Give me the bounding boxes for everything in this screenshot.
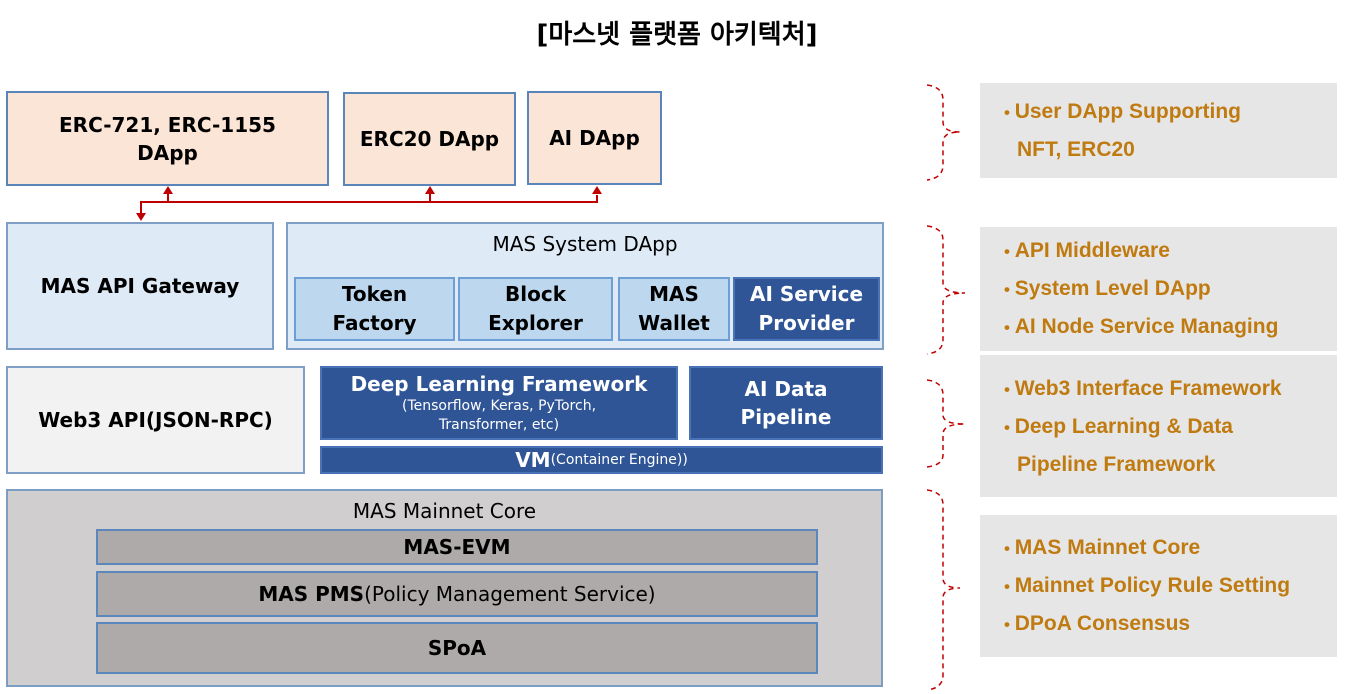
mas-wallet-box: MAS Wallet <box>618 277 730 341</box>
ai-data-pipeline-line1: AI Data <box>744 377 828 401</box>
note-item-continuation: Pipeline Framework <box>1017 452 1216 476</box>
note-item: System Level DApp <box>1004 270 1337 308</box>
ai-dapp-label: AI DApp <box>549 126 640 150</box>
deep-learning-title: Deep Learning Framework <box>350 372 648 396</box>
note-core: MAS Mainnet Core Mainnet Policy Rule Set… <box>980 515 1337 657</box>
mas-evm-label: MAS-EVM <box>403 535 511 559</box>
brace-icon-3 <box>926 379 966 468</box>
mainnet-core-label: MAS Mainnet Core <box>352 499 537 523</box>
spoa-box: SPoA <box>96 622 818 674</box>
token-factory-line1: Token <box>341 282 408 306</box>
vm-label-bold: VM <box>515 448 551 472</box>
note-item: DPoA Consensus <box>1004 605 1337 643</box>
mas-wallet-line1: MAS <box>649 282 699 306</box>
vm-label-rest: (Container Engine)) <box>550 452 688 468</box>
brace-icon-2 <box>926 225 966 355</box>
ai-dapp-box: AI DApp <box>527 91 662 185</box>
ai-service-provider-box: AI Service Provider <box>733 277 880 341</box>
note-item: Web3 Interface Framework <box>1004 370 1337 408</box>
deep-learning-sub2: Transformer, etc) <box>438 417 560 433</box>
mas-wallet-line2: Wallet <box>638 311 710 335</box>
ai-service-provider-line2: Provider <box>758 311 855 335</box>
note-system: API Middleware System Level DApp AI Node… <box>980 227 1337 351</box>
nft-dapp-line2: DApp <box>137 140 198 165</box>
mainnet-core-box: MAS Mainnet Core MAS-EVM MAS PMS(Policy … <box>6 489 883 687</box>
nft-dapp-line1: ERC-721, ERC-1155 <box>59 112 276 137</box>
mas-evm-box: MAS-EVM <box>96 529 818 565</box>
connector-lines <box>136 186 602 221</box>
brace-icon-1 <box>926 84 961 181</box>
note-item: Mainnet Policy Rule Setting <box>1004 567 1337 605</box>
nft-dapp-box: ERC-721, ERC-1155 DApp <box>6 91 329 186</box>
arrow-up-nft <box>163 186 173 194</box>
arrow-up-erc20 <box>425 186 435 194</box>
page-title: [마스넷 플랫폼 아키텍처] <box>536 20 818 50</box>
note-item: AI Node Service Managing <box>1004 308 1337 346</box>
connector-bus <box>140 195 598 214</box>
note-item: User DApp Supporting <box>1004 93 1337 131</box>
api-gateway-label: MAS API Gateway <box>40 274 240 298</box>
ai-service-provider-line1: AI Service <box>749 282 864 306</box>
mas-pms-box: MAS PMS(Policy Management Service) <box>96 571 818 617</box>
block-explorer-line2: Explorer <box>488 311 583 335</box>
vm-box: VM(Container Engine)) <box>320 446 883 474</box>
erc20-dapp-box: ERC20 DApp <box>343 92 516 186</box>
token-factory-line2: Factory <box>332 311 417 335</box>
note-framework: Web3 Interface Framework Deep Learning &… <box>980 355 1337 497</box>
note-item: Deep Learning & Data <box>1004 408 1337 446</box>
token-factory-box: Token Factory <box>294 277 455 341</box>
brace-icon-4 <box>926 489 961 691</box>
note-item: API Middleware <box>1004 232 1337 270</box>
api-gateway-box: MAS API Gateway <box>6 222 274 350</box>
block-explorer-line1: Block <box>505 282 566 306</box>
arrow-down-gateway <box>136 213 146 221</box>
erc20-dapp-label: ERC20 DApp <box>359 127 500 151</box>
note-item: MAS Mainnet Core <box>1004 529 1337 567</box>
system-dapp-box: MAS System DApp Token Factory Block Expl… <box>286 222 884 350</box>
ai-data-pipeline-line2: Pipeline <box>740 405 832 429</box>
note-item-continuation: NFT, ERC20 <box>1017 138 1135 161</box>
spoa-label: SPoA <box>427 636 487 660</box>
system-dapp-label: MAS System DApp <box>492 232 678 256</box>
ai-data-pipeline-box: AI Data Pipeline <box>689 366 883 440</box>
note-user-dapp: User DApp Supporting NFT, ERC20 <box>980 83 1337 178</box>
mas-pms-rest: (Policy Management Service) <box>364 582 656 606</box>
web3-api-label: Web3 API(JSON-RPC) <box>38 408 273 432</box>
web3-api-box: Web3 API(JSON-RPC) <box>6 366 305 474</box>
arrow-up-ai <box>592 186 602 194</box>
deep-learning-framework-box: Deep Learning Framework (Tensorflow, Ker… <box>320 366 678 440</box>
block-explorer-box: Block Explorer <box>458 277 613 341</box>
deep-learning-sub1: (Tensorflow, Keras, PyTorch, <box>401 398 597 414</box>
mas-pms-bold: MAS PMS <box>258 582 365 606</box>
